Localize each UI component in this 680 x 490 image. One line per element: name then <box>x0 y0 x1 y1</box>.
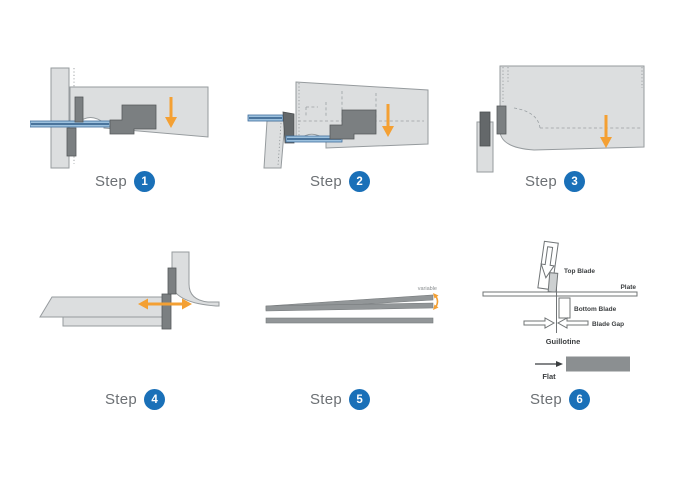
horizontal-double-arrow-icon <box>138 298 192 310</box>
bottom-blade-outline <box>558 297 571 319</box>
machine-column <box>263 120 286 169</box>
step-5-text: Step <box>309 391 343 408</box>
machine-column <box>50 67 70 169</box>
previous-blade-dashed-3 <box>305 102 327 117</box>
flat-bar <box>566 356 630 372</box>
flat-arrow-head-icon <box>556 361 563 367</box>
step-5-badge: 5 <box>349 389 371 410</box>
guide-dotted-line <box>277 122 282 167</box>
step-2-text: Step <box>309 173 343 190</box>
sheared-slab-layer <box>62 316 167 327</box>
step-6-label: Step 6 <box>465 389 655 410</box>
step-4-badge: 4 <box>144 389 166 410</box>
down-arrow-icon <box>382 104 394 137</box>
arc-arrowhead-bottom <box>433 304 439 310</box>
step-3-label: Step 3 <box>460 171 650 192</box>
plate-bar <box>482 291 638 297</box>
step-6-badge: 6 <box>569 389 591 410</box>
step-4-label: Step 4 <box>40 389 230 410</box>
previous-edge-dashed-curve <box>513 107 541 129</box>
top-blade-label: Top Blade <box>564 268 595 275</box>
step-1-badge: 1 <box>134 171 156 192</box>
gap-arrow-right-icon <box>523 317 556 329</box>
step-5-illustration: variable <box>265 286 439 324</box>
step-3-badge: 3 <box>564 171 586 192</box>
upper-beam <box>499 65 645 151</box>
top-blade <box>74 96 84 123</box>
down-arrow-icon <box>165 97 177 128</box>
bottom-blade <box>479 111 491 147</box>
base-bar <box>265 317 434 324</box>
top-blade <box>496 105 507 135</box>
step-4-illustration <box>39 251 220 330</box>
gap-arrow-left-icon <box>556 317 589 329</box>
step-6-text: Step <box>529 391 563 408</box>
step-1-illustration <box>30 67 209 169</box>
flat-label: Flat <box>542 372 556 381</box>
bottom-blade <box>66 127 77 157</box>
bottom-blade <box>282 111 295 144</box>
step-2-illustration <box>247 81 429 169</box>
down-arrow-icon <box>600 115 612 148</box>
frame-blade <box>167 267 177 295</box>
bottom-blade-label: Bottom Blade <box>574 306 617 313</box>
step-2-label: Step 2 <box>245 171 435 192</box>
step-5-label: Step 5 <box>245 389 435 410</box>
step-1-label: Step 1 <box>30 171 220 192</box>
lower-blade-bar <box>265 302 434 312</box>
step-6-illustration: Top Blade Plate Bottom Blade Blade Gap G… <box>482 240 638 381</box>
stepped-blade <box>329 109 377 140</box>
hollow-down-arrow-icon <box>540 246 555 279</box>
step-1-text: Step <box>94 173 128 190</box>
step-2-badge: 2 <box>349 171 371 192</box>
plate-label: Plate <box>620 284 636 291</box>
variable-label: variable <box>418 286 437 292</box>
guillotine-label: Guillotine <box>546 337 581 346</box>
machine-frame <box>171 251 220 307</box>
slab-blade <box>161 293 172 330</box>
blade-gap-label: Blade Gap <box>592 321 624 328</box>
step-3-illustration <box>476 65 645 173</box>
step-3-text: Step <box>524 173 558 190</box>
step-4-text: Step <box>104 391 138 408</box>
stepped-blade <box>109 104 157 135</box>
arc-arrowhead-top <box>433 293 439 299</box>
